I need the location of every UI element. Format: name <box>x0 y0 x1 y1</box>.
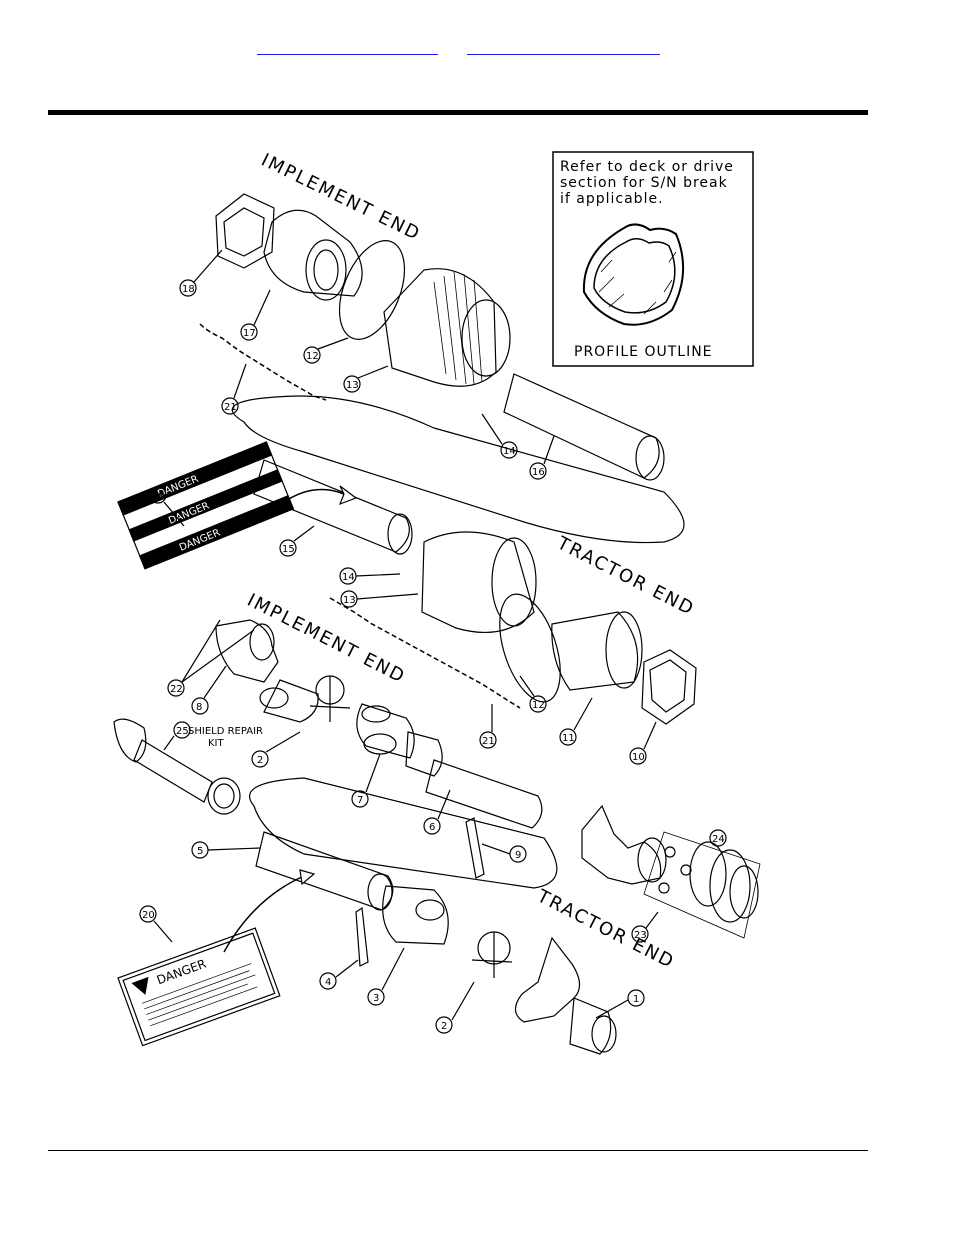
svg-text:1: 1 <box>633 994 639 1005</box>
callout-18: 18 <box>180 250 222 296</box>
note-line-1: Refer to deck or drive <box>560 159 734 175</box>
svg-text:23: 23 <box>634 930 647 941</box>
note-line-3: if applicable. <box>560 191 664 207</box>
callout-20: 20 <box>140 906 172 942</box>
svg-text:2: 2 <box>257 755 263 766</box>
callout-24: 24 <box>710 830 726 846</box>
label-implement-end-top: IMPLEMENT END <box>258 150 424 246</box>
svg-text:4: 4 <box>325 977 331 988</box>
svg-text:13: 13 <box>343 595 356 606</box>
callout-25: 25 <box>164 722 190 750</box>
svg-text:14: 14 <box>503 446 516 457</box>
callout-5: 5 <box>192 842 260 858</box>
svg-text:13: 13 <box>346 380 359 391</box>
svg-text:20: 20 <box>142 910 155 921</box>
note-line-2: section for S/N break <box>560 175 728 191</box>
svg-text:2: 2 <box>441 1021 447 1032</box>
callout-3: 3 <box>368 948 404 1005</box>
callout-7: 7 <box>352 754 380 807</box>
svg-text:15: 15 <box>282 544 295 555</box>
svg-text:16: 16 <box>532 467 545 478</box>
svg-text:12: 12 <box>532 700 545 711</box>
svg-text:24: 24 <box>712 834 725 845</box>
callout-12b: 12 <box>520 676 546 712</box>
svg-text:8: 8 <box>196 702 202 713</box>
callout-10: 10 <box>630 722 656 764</box>
callout-2b: 2 <box>436 982 474 1033</box>
header-link-2[interactable] <box>467 40 660 55</box>
svg-text:6: 6 <box>429 822 435 833</box>
svg-text:17: 17 <box>243 328 256 339</box>
header-link-1[interactable] <box>257 40 438 55</box>
svg-text:11: 11 <box>562 733 575 744</box>
callout-21b: 21 <box>480 704 496 748</box>
callout-13: 13 <box>344 366 388 392</box>
callout-15: 15 <box>280 526 314 556</box>
decal-20: DANGER <box>118 928 280 1046</box>
callout-12: 12 <box>304 338 348 363</box>
callout-14b: 14 <box>340 568 400 584</box>
callout-8: 8 <box>192 666 226 714</box>
svg-text:9: 9 <box>515 850 521 861</box>
callout-17: 17 <box>241 290 270 340</box>
parts-diagram: Refer to deck or drive section for S/N b… <box>104 142 770 1076</box>
callout-11: 11 <box>560 698 592 745</box>
svg-text:25: 25 <box>176 726 189 737</box>
note-caption: PROFILE OUTLINE <box>574 344 713 360</box>
callout-4: 4 <box>320 960 358 989</box>
label-tractor-end-top: TRACTOR END <box>553 532 698 620</box>
callout-6: 6 <box>424 790 450 834</box>
label-tractor-end-bottom: TRACTOR END <box>533 885 678 973</box>
svg-text:19: 19 <box>152 491 165 502</box>
svg-text:12: 12 <box>306 351 319 362</box>
header-rule <box>48 110 868 115</box>
svg-text:21: 21 <box>482 736 495 747</box>
callout-21: 21 <box>222 364 246 414</box>
svg-text:5: 5 <box>197 846 203 857</box>
callout-22: 22 <box>168 620 254 696</box>
callout-9: 9 <box>482 844 526 862</box>
callouts: 18 17 12 13 21 14 16 19 15 14 13 12 21 1… <box>140 250 726 1033</box>
shield-kit-label-1: SHIELD REPAIR <box>188 726 263 737</box>
callout-2a: 2 <box>252 732 300 767</box>
upper-shield-assembly <box>200 194 664 480</box>
svg-text:7: 7 <box>357 795 363 806</box>
footer-rule <box>48 1150 868 1151</box>
svg-text:3: 3 <box>373 993 379 1004</box>
lower-shield-assembly <box>330 532 696 724</box>
label-implement-end-bottom: IMPLEMENT END <box>244 590 409 688</box>
svg-text:18: 18 <box>182 284 195 295</box>
svg-text:21: 21 <box>224 402 237 413</box>
callout-23: 23 <box>632 912 658 942</box>
svg-text:14: 14 <box>342 572 355 583</box>
svg-text:22: 22 <box>170 684 183 695</box>
callout-14: 14 <box>482 414 517 458</box>
svg-text:10: 10 <box>632 752 645 763</box>
shield-kit-label-2: KIT <box>208 738 225 749</box>
profile-note-box: Refer to deck or drive section for S/N b… <box>553 152 753 366</box>
callout-1: 1 <box>596 990 644 1018</box>
callout-13b: 13 <box>341 591 418 607</box>
